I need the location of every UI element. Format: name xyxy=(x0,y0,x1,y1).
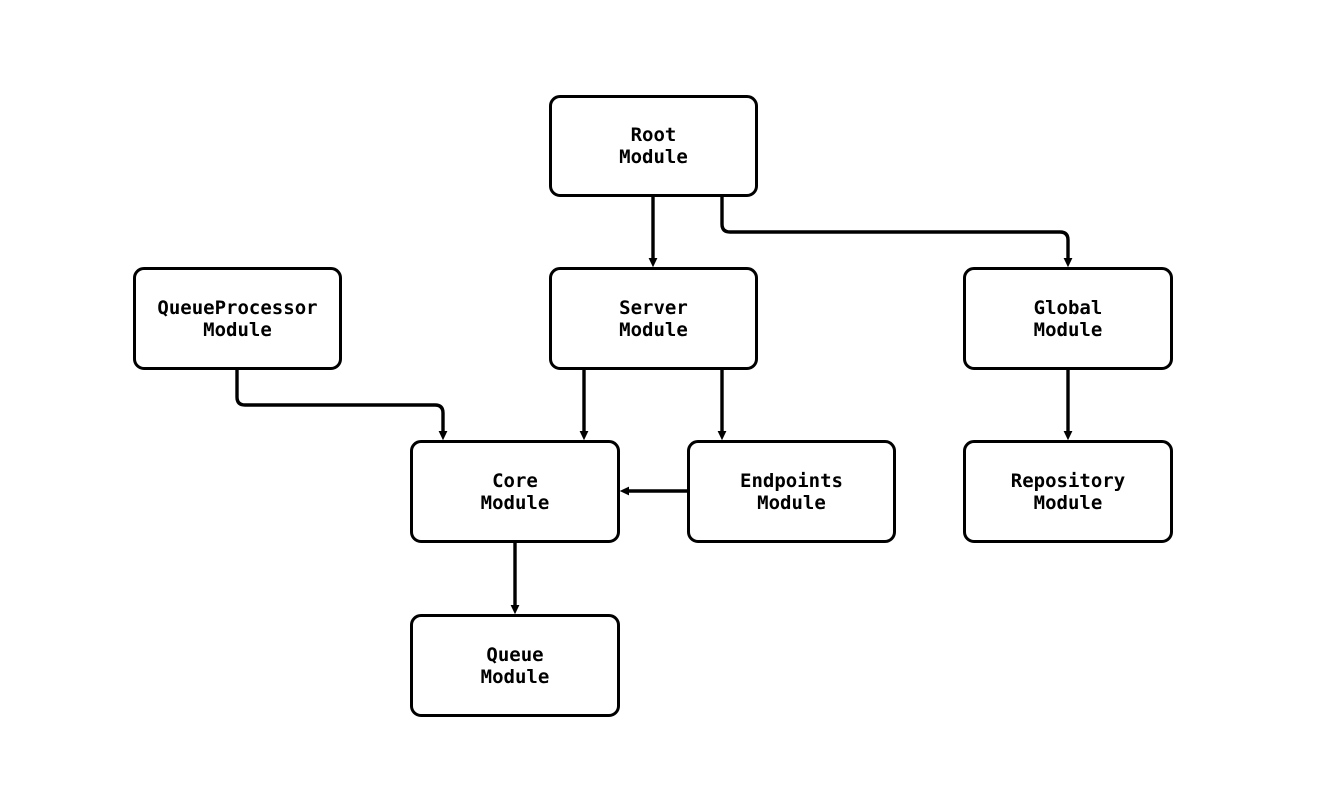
connector-queueprocessor-to-core xyxy=(235,370,448,441)
node-label-repository-module: Repository Module xyxy=(1010,469,1126,514)
connector-root-to-global xyxy=(720,197,1073,268)
node-repository-module[interactable]: Repository Module xyxy=(963,440,1173,543)
node-core-module[interactable]: Core Module xyxy=(410,440,620,543)
node-root-module[interactable]: Root Module xyxy=(549,95,758,197)
node-label-server-module: Server Module xyxy=(619,296,688,341)
node-endpoints-module[interactable]: Endpoints Module xyxy=(687,440,896,543)
node-server-module[interactable]: Server Module xyxy=(549,267,758,370)
node-queue-module[interactable]: Queue Module xyxy=(410,614,620,717)
node-label-core-module: Core Module xyxy=(480,469,550,514)
node-label-queueprocessor-module: QueueProcessor Module xyxy=(157,296,318,341)
node-label-endpoints-module: Endpoints Module xyxy=(740,469,843,514)
node-label-root-module: Root Module xyxy=(619,124,688,168)
node-label-global-module: Global Module xyxy=(1033,296,1103,341)
node-queueprocessor-module[interactable]: QueueProcessor Module xyxy=(133,267,342,370)
node-global-module[interactable]: Global Module xyxy=(963,267,1173,370)
node-label-queue-module: Queue Module xyxy=(480,643,550,688)
